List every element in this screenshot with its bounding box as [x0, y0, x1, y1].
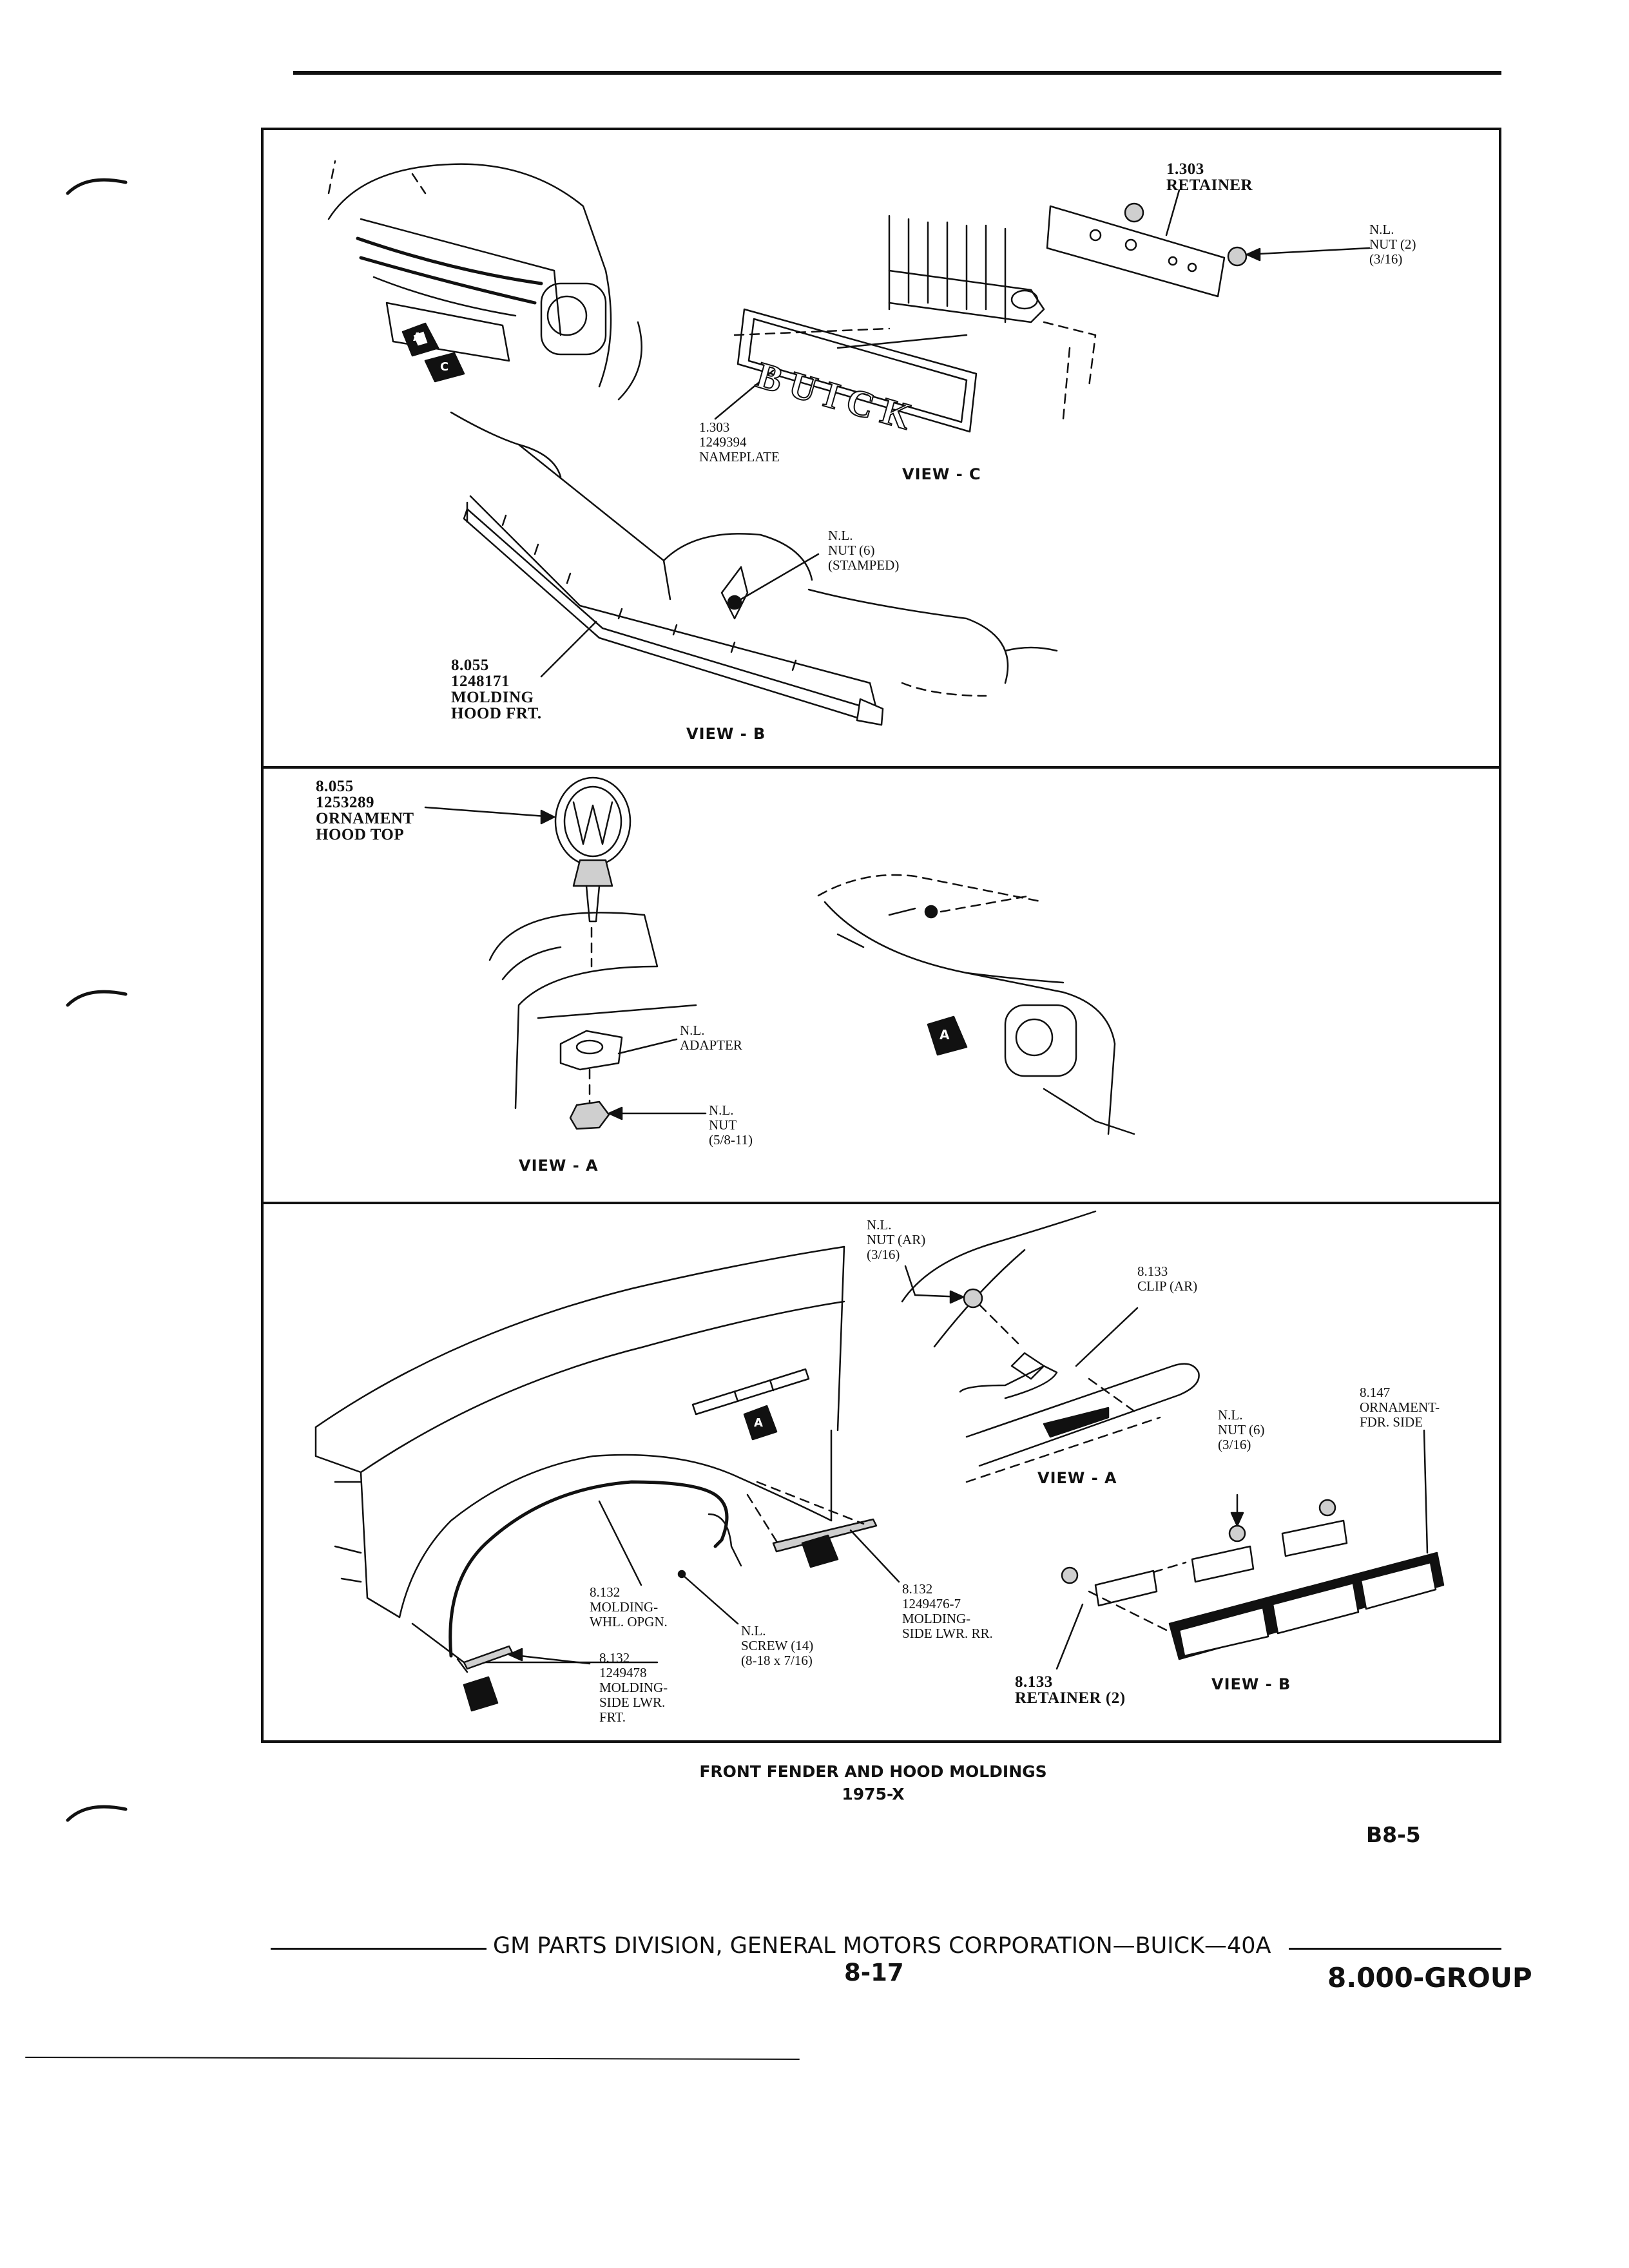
leader-screw: [682, 1574, 739, 1625]
footer-rule-left: [271, 1948, 487, 1950]
fender-sketch: [314, 1245, 845, 1664]
label-clip-ar: 8.133 CLIP (AR): [1137, 1264, 1198, 1294]
leader-nut-upper: [1246, 247, 1371, 256]
leader-nameplate: [714, 369, 775, 420]
view-b-ornament-art: [1061, 1499, 1445, 1660]
label-ornament-fdr-side: 8.147 ORNAMENT- FDR. SIDE: [1360, 1385, 1440, 1430]
leader-ornament: [424, 806, 555, 818]
label-molding-side-lwr-rr: 8.132 1249476-7 MOLDING- SIDE LWR. RR.: [902, 1581, 993, 1641]
label-adapter: N.L. ADAPTER: [680, 1023, 742, 1053]
figure-caption: FRONT FENDER AND HOOD MOLDINGS 1975-X: [583, 1762, 1163, 1803]
leader-ornament-side: [1423, 1429, 1429, 1554]
nut-retainer-art: [1124, 202, 1248, 267]
marker-a-fender-letter: A: [754, 1416, 763, 1430]
label-nut-upper: N.L. NUT (2) (3/16): [1369, 222, 1416, 267]
footer-group: 8.000-GROUP: [1327, 1962, 1532, 1994]
header-rule: [293, 71, 1501, 75]
bottom-edge-line: [25, 2057, 800, 2060]
page-code: B8-5: [1366, 1822, 1421, 1847]
marker-c-top-letter: C: [440, 360, 449, 374]
leader-nut-ar: [904, 1265, 965, 1298]
nameplate-art: [733, 308, 978, 433]
panel-hood-ornament: [261, 766, 1501, 1204]
binder-mark-3: [66, 1805, 128, 1822]
label-ornament-hood-top: 8.055 1253289 ORNAMENT HOOD TOP: [316, 778, 414, 843]
grille-sketch: [888, 215, 1097, 420]
label-nut-ar: N.L. NUT (AR) (3/16): [867, 1217, 926, 1262]
label-nut-stamped: N.L. NUT (6) (STAMPED): [828, 528, 900, 573]
label-screw: N.L. SCREW (14) (8-18 x 7/16): [741, 1623, 814, 1668]
car-front-sketch: [327, 160, 642, 401]
hood-molding-art: [463, 501, 884, 726]
view-a-label-bottom: VIEW - A: [1037, 1469, 1117, 1487]
marker-a-fender: [743, 1405, 778, 1441]
footer-page-number: 8-17: [844, 1959, 904, 1986]
view-c-label: VIEW - C: [902, 465, 981, 483]
leader-retainer: [1165, 189, 1181, 236]
caption-subtitle: 1975-X: [842, 1785, 905, 1803]
binder-mark-2: [66, 990, 128, 1007]
hood-sketch: [450, 411, 1058, 710]
view-b-label-top: VIEW - B: [686, 725, 766, 743]
leader-adapter: [617, 1038, 678, 1055]
label-molding-side-lwr-frt: 8.132 1249478 MOLDING- SIDE LWR. FRT.: [599, 1650, 668, 1725]
label-retainer-8133: 8.133 RETAINER (2): [1015, 1673, 1126, 1707]
marker-a-mid-letter: A: [940, 1027, 950, 1043]
leader-molding-whl: [598, 1500, 642, 1586]
retainer-1303-art: [1046, 205, 1226, 298]
hood-nut-stamped-art: [720, 566, 749, 620]
panel-hood-molding: [261, 128, 1501, 769]
car-hood-view-sketch: [817, 874, 1135, 1135]
leader-clip-ar: [1075, 1307, 1139, 1367]
caption-title: FRONT FENDER AND HOOD MOLDINGS: [699, 1762, 1047, 1781]
leader-molding-hood: [540, 620, 597, 678]
wheel-molding-art: [448, 1480, 742, 1673]
panel-fender-molding: [261, 1202, 1501, 1743]
hood-adapter-art: [488, 912, 697, 1130]
fender-ornament-art: [691, 1368, 810, 1416]
label-molding-hood: 8.055 1248171 MOLDING HOOD FRT.: [451, 657, 542, 722]
marker-a-mid: [927, 1015, 968, 1056]
marker-a-rr: [801, 1534, 839, 1568]
leader-nut-stamped: [740, 553, 820, 601]
leader-retainer-b: [1055, 1603, 1084, 1670]
side-molding-rr-art: [772, 1518, 878, 1553]
hood-ornament-art: [554, 776, 631, 968]
label-nut-mid: N.L. NUT (5/8-11): [709, 1102, 753, 1148]
view-a-clip-art: [901, 1210, 1200, 1483]
label-molding-whl-opgn: 8.132 MOLDING- WHL. OPGN.: [590, 1584, 668, 1629]
footer-rule-right: [1289, 1948, 1501, 1950]
label-retainer-1303: 1.303 RETAINER: [1166, 160, 1253, 194]
marker-a-frt: [463, 1676, 499, 1712]
view-b-label-bottom: VIEW - B: [1211, 1675, 1291, 1693]
marker-a-top: [401, 322, 465, 383]
marker-a-top-letter: A: [413, 331, 422, 344]
footer-publisher: GM PARTS DIVISION, GENERAL MOTORS CORPOR…: [493, 1933, 1271, 1959]
leader-molding-rr: [849, 1529, 900, 1583]
label-nut-6: N.L. NUT (6) (3/16): [1218, 1407, 1265, 1452]
binder-mark-1: [66, 178, 128, 195]
label-nameplate: 1.303 1249394 NAMEPLATE: [699, 419, 780, 465]
view-a-label-mid: VIEW - A: [519, 1157, 599, 1175]
